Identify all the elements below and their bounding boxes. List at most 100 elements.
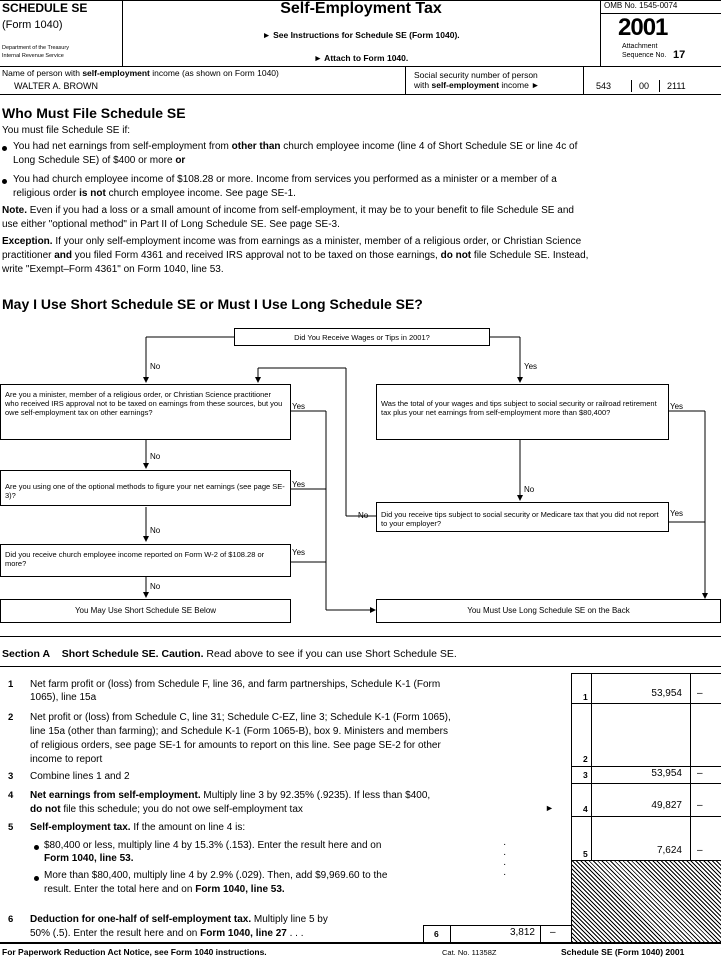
line-6-box: 6 xyxy=(434,929,439,939)
line-2-number: 2 xyxy=(8,712,14,723)
line-4-number: 4 xyxy=(8,790,14,801)
line-1-number: 1 xyxy=(8,679,14,690)
ssn-box-divider xyxy=(583,66,584,94)
flow-q-total-wages: Was the total of your wages and tips sub… xyxy=(376,384,669,440)
line-4-text-2: do not file this schedule; you do not ow… xyxy=(30,804,303,815)
flow-label-yes: Yes xyxy=(670,402,684,411)
line-4-amount[interactable]: 49,827 xyxy=(651,800,682,811)
header-bottom-rule xyxy=(0,66,721,67)
header-divider-right xyxy=(600,0,601,66)
ssn-label-1: Social security number of person xyxy=(414,70,538,80)
flow-q-unreported-tips: Did you receive tips subject to social s… xyxy=(376,502,669,532)
flow-label-no: No xyxy=(150,582,161,591)
ssn-part-1[interactable]: 543 xyxy=(596,81,612,91)
ssn-part-2[interactable]: 00 xyxy=(639,81,650,91)
line-6-text-1: Deduction for one-half of self-employmen… xyxy=(30,914,328,925)
entry-row-2 xyxy=(571,766,721,767)
entry-col-cents xyxy=(690,673,691,942)
line-3-cents[interactable]: – xyxy=(697,768,703,779)
bullet-icon xyxy=(34,845,39,850)
line-4-cents[interactable]: – xyxy=(697,800,703,811)
instructions-line: ► See Instructions for Schedule SE (Form… xyxy=(262,30,460,40)
may-heading: May I Use Short Schedule SE or Must I Us… xyxy=(2,296,423,312)
who-bullet-2-line-2: religious order is not church employee i… xyxy=(13,188,296,199)
section-a-title: Section A Short Schedule SE. Caution. Re… xyxy=(2,648,457,660)
line-5-option-2-b: result. Enter the total here and on Form… xyxy=(44,884,285,895)
note-line-2: use either "optional method" in Part II … xyxy=(2,219,340,230)
bullet-icon xyxy=(2,179,7,184)
line-3-number: 3 xyxy=(8,771,14,782)
arrow-right-icon: ► xyxy=(545,803,554,813)
flow-label-yes: Yes xyxy=(670,509,684,518)
line-4-box: 4 xyxy=(583,804,588,814)
line-5-option-1-a: $80,400 or less, multiply line 4 by 15.3… xyxy=(44,840,382,851)
line-5-text: Self-employment tax. If the amount on li… xyxy=(30,822,246,833)
line-5-amount[interactable]: 7,624 xyxy=(656,845,682,856)
line-5-cents[interactable]: – xyxy=(697,845,703,856)
omb-rule xyxy=(600,13,721,14)
flow-label-yes: Yes xyxy=(524,362,538,371)
line-5-number: 5 xyxy=(8,822,14,833)
line-5-option-2-a: More than $80,400, multiply line 4 by 2.… xyxy=(44,870,388,881)
entry-top xyxy=(571,673,721,674)
entry-row-1 xyxy=(571,703,721,704)
line-2-text-4: income to report xyxy=(30,754,103,765)
line-1-box: 1 xyxy=(583,692,588,702)
line-4-text-1: Net earnings from self-employment. Multi… xyxy=(30,790,431,801)
exception-line-3: write "Exempt–Form 4361" on Form 1040, l… xyxy=(2,264,224,275)
line-3-text: Combine lines 1 and 2 xyxy=(30,771,130,782)
flow-label-no: No xyxy=(150,526,161,535)
flow-result-long: You Must Use Long Schedule SE on the Bac… xyxy=(376,599,721,623)
who-bullet-1-line-1: You had net earnings from self-employmen… xyxy=(13,141,578,152)
ssn-sep-1 xyxy=(631,80,632,92)
flow-label-no: No xyxy=(524,485,535,494)
omb-number: OMB No. 1545-0074 xyxy=(604,1,678,10)
ssn-divider xyxy=(405,66,406,94)
flow-label-no: No xyxy=(358,511,369,520)
section-a-header-rule xyxy=(0,666,721,667)
line-3-box: 3 xyxy=(583,770,588,780)
flow-result-short: You May Use Short Schedule SE Below xyxy=(0,599,291,623)
ssn-sep-2 xyxy=(659,80,660,92)
entry-col-box xyxy=(591,673,592,942)
ssn-label-2: with self-employment income ► xyxy=(414,80,540,90)
who-bullet-2-line-1: You had church employee income of $108.2… xyxy=(13,174,557,185)
name-label: Name of person with self-employment inco… xyxy=(2,68,279,78)
shaded-area xyxy=(572,861,721,942)
footer-paperwork: For Paperwork Reduction Act Notice, see … xyxy=(2,947,267,957)
note-line-1: Note. Even if you had a loss or a small … xyxy=(2,205,574,216)
flow-label-no: No xyxy=(150,362,161,371)
section-a-top-rule xyxy=(0,636,721,637)
schedule-name: SCHEDULE SE xyxy=(2,1,88,15)
line-5-box: 5 xyxy=(583,849,588,859)
line-6-number: 6 xyxy=(8,914,14,925)
flow-label-yes: Yes xyxy=(292,402,306,411)
exception-line-2: practitioner and you filed Form 4361 and… xyxy=(2,250,589,261)
entry-row-4 xyxy=(571,816,721,817)
who-heading: Who Must File Schedule SE xyxy=(2,105,186,121)
line-2-box: 2 xyxy=(583,754,588,764)
footer-form-id: Schedule SE (Form 1040) 2001 xyxy=(561,947,685,957)
name-field[interactable]: WALTER A. BROWN xyxy=(14,81,99,91)
line-6-cents[interactable]: – xyxy=(550,927,556,938)
line-3-amount[interactable]: 53,954 xyxy=(651,768,682,779)
who-intro: You must file Schedule SE if: xyxy=(2,125,131,136)
entry-col-left xyxy=(571,673,572,942)
name-row-bottom-rule xyxy=(0,94,721,95)
exception-line-1: Exception. If your only self-employment … xyxy=(2,236,582,247)
line-6-amount[interactable]: 3,812 xyxy=(509,927,535,938)
line-5-option-1-b: Form 1040, line 53. xyxy=(44,853,134,864)
who-bullet-1-line-2: Long Schedule SE) of $400 or more or xyxy=(13,155,186,166)
line-1-cents[interactable]: – xyxy=(697,688,703,699)
irs-label: Internal Revenue Service xyxy=(2,53,64,59)
flow-q-optional-methods: Are you using one of the optional method… xyxy=(0,470,291,506)
attach-line: ► Attach to Form 1040. xyxy=(313,53,409,63)
line-6-box-mid xyxy=(450,925,451,942)
line-1-amount[interactable]: 53,954 xyxy=(651,688,682,699)
header-divider-left xyxy=(122,0,123,66)
attachment-label: Attachment xyxy=(622,43,658,50)
line-2-text-3: of religious orders, see page SE-1 for a… xyxy=(30,740,441,751)
flow-q-minister: Are you a minister, member of a religiou… xyxy=(0,384,291,440)
ssn-part-3[interactable]: 2111 xyxy=(667,81,686,91)
form-name: (Form 1040) xyxy=(2,19,63,31)
